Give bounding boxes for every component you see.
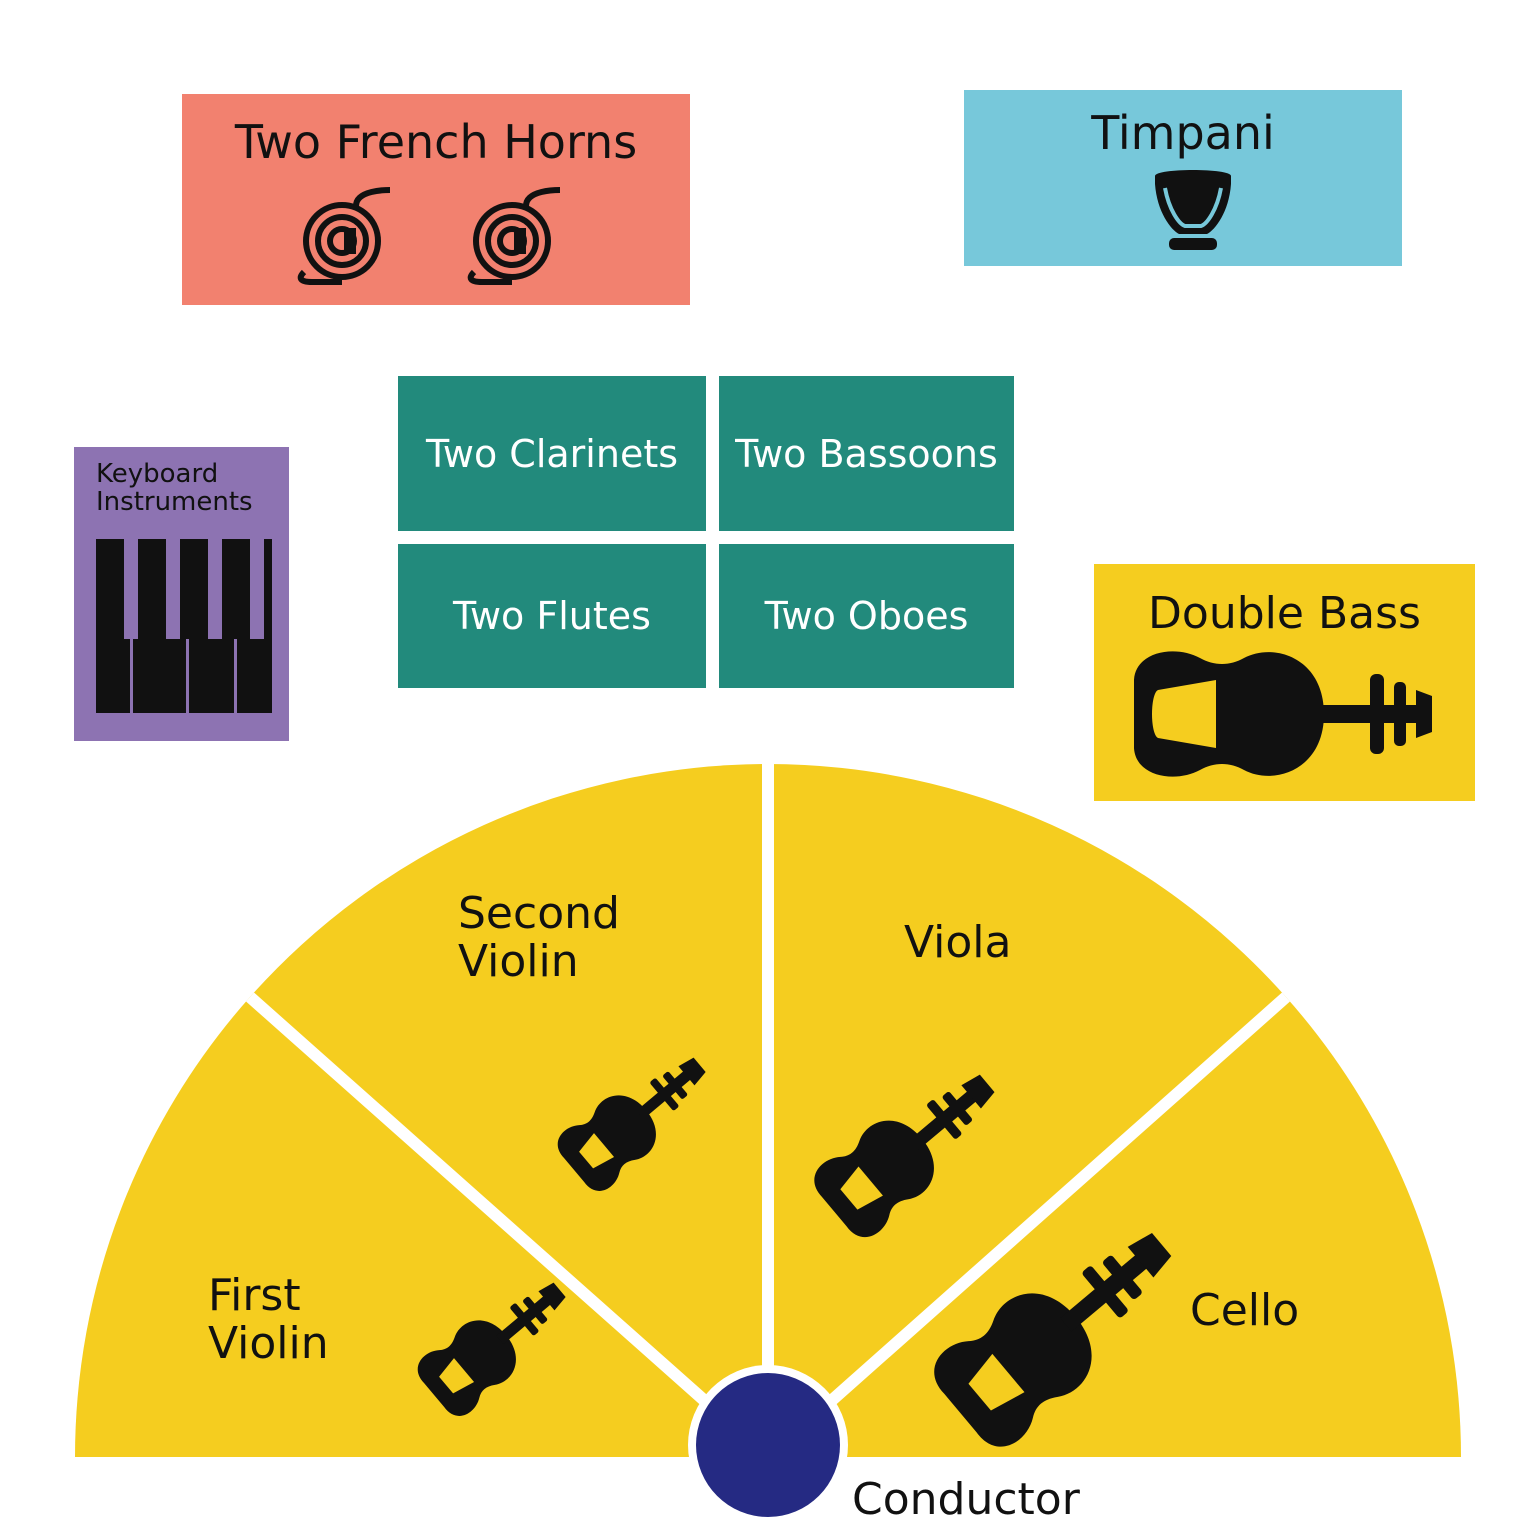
clarinets-section: Two Clarinets xyxy=(398,376,706,531)
second-violin-wedge xyxy=(250,764,768,1457)
keyboard-label: Keyboard Instruments xyxy=(96,459,253,517)
french-horn-icon xyxy=(467,187,561,285)
oboes-label: Two Oboes xyxy=(764,594,969,638)
oboes-section: Two Oboes xyxy=(719,544,1014,688)
timpani-icon xyxy=(1155,170,1231,250)
bassoons-section: Two Bassoons xyxy=(719,376,1014,531)
double-bass-icon xyxy=(1134,651,1432,777)
french-horn-icon xyxy=(297,187,391,285)
french-horns-label: Two French Horns xyxy=(234,115,638,169)
timpani-label: Timpani xyxy=(1091,106,1275,160)
bassoons-label: Two Bassoons xyxy=(735,431,998,476)
keyboard-section: Keyboard Instruments xyxy=(74,447,289,741)
first-violin-label-line1: First xyxy=(208,1270,301,1321)
conductor-podium xyxy=(696,1373,840,1517)
double-bass-section: Double Bass xyxy=(1094,564,1475,801)
clarinets-label: Two Clarinets xyxy=(425,431,679,476)
conductor-label: Conductor xyxy=(852,1474,1081,1525)
timpani-section: Timpani xyxy=(964,90,1402,266)
double-bass-label: Double Bass xyxy=(1148,588,1421,639)
first-violin-label-line2: Violin xyxy=(208,1318,329,1369)
second-violin-label-line1: Second xyxy=(458,888,620,939)
piano-keys-icon xyxy=(96,539,272,713)
first-violin-wedge xyxy=(75,997,768,1457)
wedge-divider xyxy=(764,992,1290,1462)
french-horns-section: Two French Horns xyxy=(182,94,690,305)
flutes-label: Two Flutes xyxy=(453,594,651,638)
second-violin-label-line2: Violin xyxy=(458,936,579,987)
viola-wedge xyxy=(768,764,1286,1457)
wedge-divider xyxy=(246,992,772,1462)
cello-label: Cello xyxy=(1190,1285,1299,1336)
flutes-section: Two Flutes xyxy=(398,544,706,688)
cello-wedge xyxy=(768,997,1461,1457)
viola-label: Viola xyxy=(904,917,1011,968)
